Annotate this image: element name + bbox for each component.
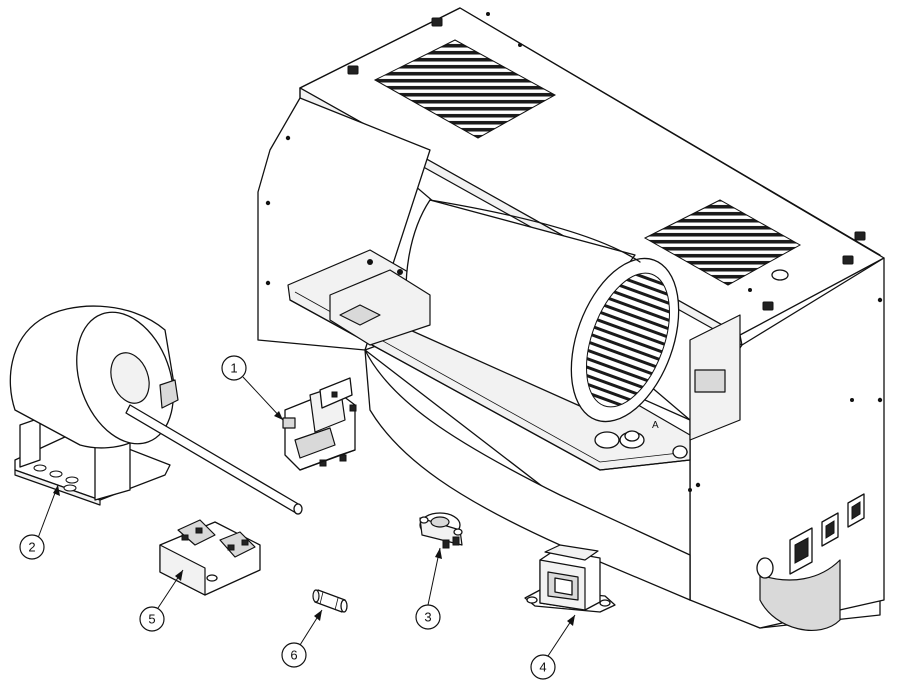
relay (282, 377, 357, 471)
interior-tray-parts: A (329, 259, 688, 459)
fuse (312, 589, 348, 613)
callout-3: 3 (415, 547, 442, 630)
control-switches (756, 493, 865, 579)
callout-label-6: 6 (290, 648, 297, 663)
fuse-block (159, 519, 261, 596)
top-vent-grille-right (643, 199, 802, 286)
blower-motor (9, 305, 303, 515)
top-vent-grille-left (373, 39, 557, 139)
transformer (524, 544, 616, 613)
callout-label-1: 1 (230, 361, 237, 376)
callout-label-2: 2 (28, 540, 35, 555)
callout-1: 1 (221, 355, 284, 421)
callout-2: 2 (19, 484, 60, 560)
callout-6: 6 (281, 609, 323, 668)
blower-wheel-fins (586, 272, 670, 408)
callout-4: 4 (530, 614, 576, 680)
blower-wheel-housing (405, 199, 741, 441)
callout-label-4: 4 (539, 660, 546, 675)
callout-5: 5 (139, 569, 184, 632)
callout-label-5: 5 (148, 612, 155, 627)
thermostat (419, 512, 463, 549)
callout-label-3: 3 (424, 610, 431, 625)
housing-marking-a: A (652, 420, 659, 431)
top-access-hole (771, 269, 789, 281)
side-knockout-hole (756, 557, 774, 579)
